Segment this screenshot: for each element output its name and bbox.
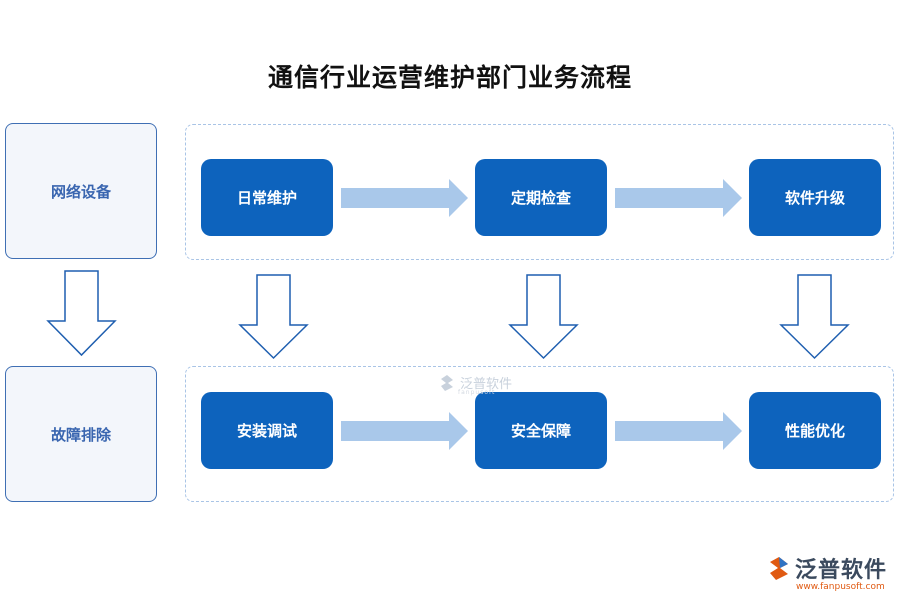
- arrow-right-4: [615, 412, 742, 450]
- step-periodic-inspection: 定期检查: [475, 159, 607, 236]
- row-label-troubleshooting: 故障排除: [5, 366, 157, 502]
- brand-name-text: 泛普软件: [795, 558, 888, 583]
- step-security-assurance: 安全保障: [475, 392, 607, 469]
- watermark: 泛普软件: [438, 373, 512, 392]
- diagram-title: 通信行业运营维护部门业务流程: [267, 63, 632, 92]
- step-installation-debugging: 安装调试: [201, 392, 333, 469]
- lane-troubleshooting: [185, 366, 894, 502]
- arrow-right-3: [341, 412, 468, 450]
- step-daily-maintenance: 日常维护: [201, 159, 333, 236]
- arrow-down-3: [779, 274, 850, 360]
- watermark-text: 泛普软件: [460, 377, 513, 392]
- watermark-subtext: fanpusoft: [458, 389, 496, 396]
- arrows-row-2: [341, 412, 742, 450]
- brand-logo: 泛普软件 www.fanpusoft.com: [766, 552, 894, 592]
- row-label-network-equipment: 网络设备: [5, 123, 157, 259]
- arrow-right-2: [615, 179, 742, 217]
- lane-network-equipment: [185, 124, 894, 260]
- step-performance-optimization: 性能优化: [749, 392, 881, 469]
- arrow-down-side: [46, 270, 117, 357]
- brand-url: www.fanpusoft.com: [796, 582, 885, 592]
- arrow-down-1: [238, 274, 309, 360]
- step-software-upgrade: 软件升级: [749, 159, 881, 236]
- arrow-right-1: [341, 179, 468, 217]
- arrows-row-1: [341, 179, 742, 217]
- fanpu-logo-icon: [441, 374, 453, 391]
- arrow-down-2: [508, 274, 579, 360]
- fanpu-logo-icon: [770, 557, 788, 580]
